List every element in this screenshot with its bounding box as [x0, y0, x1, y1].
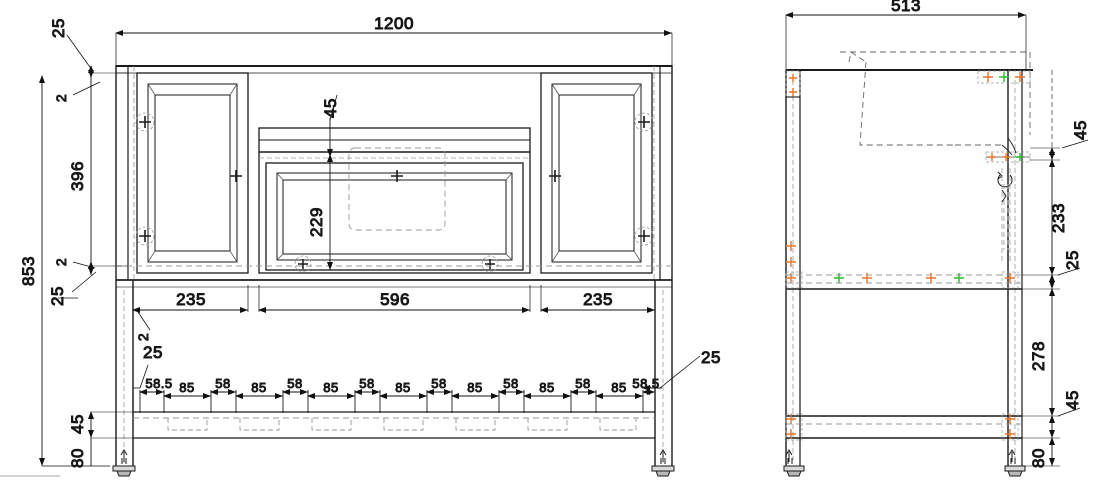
dim-slat-chain	[139, 389, 655, 399]
dim-25-top-label: 25	[49, 18, 68, 38]
hinge-marker	[135, 112, 155, 132]
hinge-marker	[634, 112, 654, 132]
dim-2-top: 2	[53, 65, 128, 103]
dim-2-top-label: 2	[53, 94, 69, 102]
slat-dim-9: 85	[467, 380, 482, 395]
slat-dim-8: 58	[431, 376, 446, 391]
dim-233: 233	[1049, 159, 1069, 275]
slat-dim-10: 58	[503, 376, 518, 391]
slat-dim-0: 58.5	[145, 376, 172, 391]
right-door-panel	[540, 72, 654, 274]
dim-45-side-top-label: 45	[1071, 120, 1090, 140]
dim-596-label: 596	[380, 290, 410, 309]
left-door-panel	[135, 72, 249, 274]
dim-depth: 513	[785, 0, 1027, 70]
dim-80-bottom-left: 80	[68, 438, 92, 468]
connector-fitting-top-left	[785, 70, 801, 98]
slat-dim-5: 85	[323, 380, 338, 395]
dim-45-side-bottom: 45	[1022, 390, 1083, 439]
dim-door-height: 396	[68, 78, 92, 262]
dim-235-left-label: 235	[176, 290, 206, 309]
screw-marker	[294, 255, 312, 273]
dim-width-chain: 235 596 235	[132, 285, 656, 313]
slat-dim-2: 58	[215, 376, 230, 391]
dim-25-side: 25	[1022, 250, 1083, 290]
dim-1200-label: 1200	[374, 14, 414, 33]
dim-278-label: 278	[1029, 341, 1048, 371]
side-elevation-geometry	[783, 51, 1033, 477]
dim-233-label: 233	[1049, 203, 1068, 233]
right-leg	[651, 280, 675, 477]
hinge-marker	[634, 226, 654, 246]
dim-45-bottom-left: 45	[68, 411, 133, 439]
slat-dim-13: 85	[611, 380, 626, 395]
dim-25-right: 25	[642, 348, 721, 391]
bottom-rail-side	[785, 413, 1022, 441]
hinge-marker	[135, 226, 155, 246]
slat-dim-1: 85	[179, 380, 194, 395]
dim-25-topleft: 25	[49, 18, 93, 71]
dim-overall-height: 853	[19, 75, 110, 467]
dim-slat-chain-labels: 58.5 85 58 85 58 85 58 85 58 85 58 85 58…	[145, 376, 660, 396]
dim-25-left: 25	[132, 343, 163, 412]
hidden-drawer-box	[1001, 168, 1011, 262]
dim-80-label: 80	[68, 448, 87, 468]
dim-45-side-top: 45	[1030, 70, 1091, 161]
front-view-dimensions: 1200 853 396 25 2 2	[19, 14, 721, 469]
center-cross-icon	[549, 170, 561, 182]
dim-45-side-bottom-label: 45	[1063, 390, 1082, 410]
slat-dim-7: 85	[395, 380, 410, 395]
dim-229: 229	[307, 154, 333, 270]
slat-dim-12: 58	[575, 376, 590, 391]
dim-80-side-label: 80	[1029, 448, 1048, 468]
dim-229-label: 229	[307, 207, 326, 237]
dim-2-mid: 2	[53, 257, 128, 275]
side-left-foot	[783, 449, 805, 477]
dim-2-leg-label: 2	[135, 333, 151, 341]
connector-fitting-top-right	[977, 70, 1031, 84]
middle-shelf	[785, 241, 1022, 290]
dim-25-mid: 25	[48, 271, 97, 306]
drawer-slide-bracket	[985, 137, 1031, 163]
slat-dim-14: 58.5	[632, 376, 659, 391]
dim-25-mid-label: 25	[48, 286, 67, 306]
dim-45-label: 45	[321, 98, 340, 118]
dim-278: 278	[1029, 288, 1055, 416]
dim-45-bottom-label: 45	[68, 414, 87, 434]
side-right-foot	[1004, 449, 1026, 477]
dim-25-right-label: 25	[701, 348, 721, 367]
dim-80-side: 80	[1022, 437, 1060, 468]
slat-dim-3: 85	[251, 380, 266, 395]
center-drawer-section	[258, 127, 531, 274]
front-elevation-geometry	[0, 65, 675, 477]
hidden-basin-profile	[840, 51, 1031, 146]
slat-dim-6: 58	[359, 376, 374, 391]
dim-396-label: 396	[68, 161, 87, 191]
center-cross-icon	[230, 170, 242, 182]
bottom-slat-shelf	[133, 390, 655, 439]
screw-marker	[481, 255, 499, 273]
dim-853-label: 853	[19, 256, 38, 286]
dim-overall-width: 1200	[115, 14, 673, 66]
dim-2-mid-label: 2	[53, 258, 69, 266]
dim-235-right-label: 235	[583, 290, 613, 309]
slat-dim-4: 58	[287, 376, 302, 391]
side-view-dimensions: 513 45 233 25 278	[785, 0, 1091, 468]
dim-25-left-label: 25	[143, 343, 163, 362]
slat-dim-11: 85	[539, 380, 554, 395]
hidden-basin-outline	[348, 147, 446, 231]
dim-513-label: 513	[891, 0, 921, 15]
dim-25-side-label: 25	[1063, 250, 1082, 270]
left-leg	[112, 280, 136, 477]
center-cross-icon	[391, 170, 403, 182]
dim-2-leg: 2	[135, 311, 152, 342]
dim-45-center: 45	[321, 94, 341, 157]
